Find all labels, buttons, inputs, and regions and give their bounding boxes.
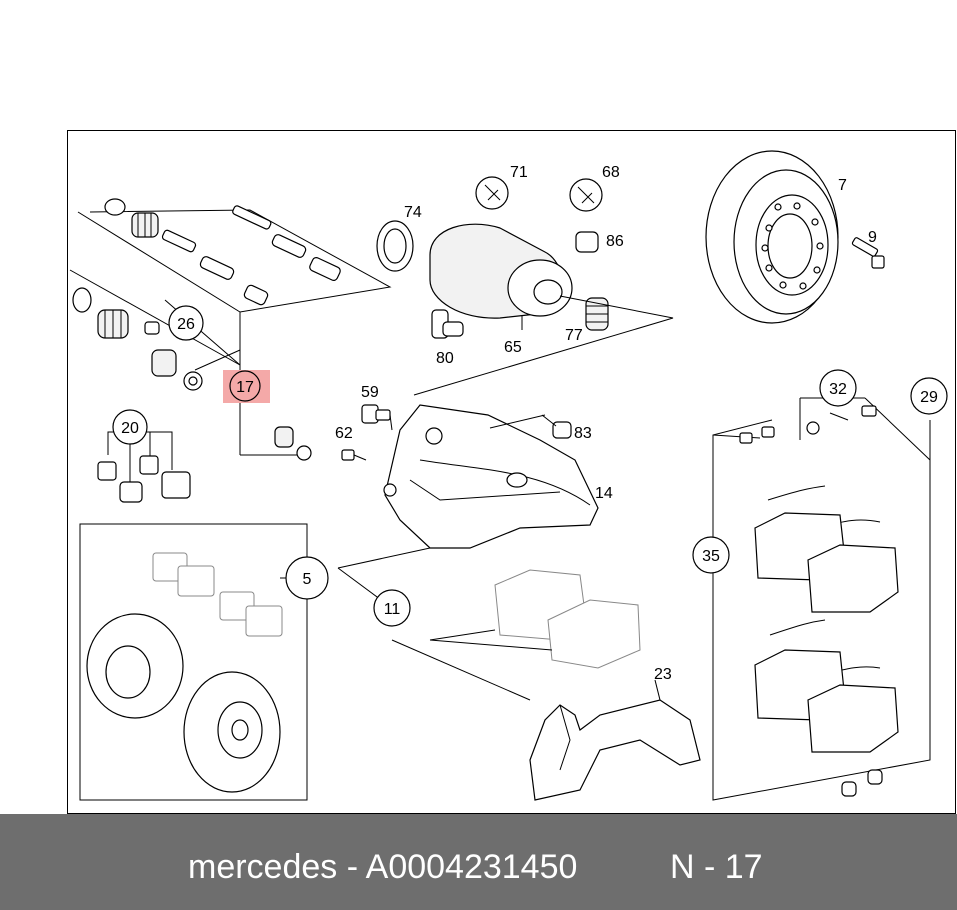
label-9: 9 [868,229,877,246]
exploded-parts-diagram: 26 17 20 5 11 35 32 29 71 68 74 86 7 9 8… [69,150,948,801]
callout-5: 5 [285,556,329,600]
brake-disc-group [705,150,885,324]
caption-position-label: N - 17 [670,848,763,886]
label-62: 62 [335,425,353,442]
callout-26-label: 26 [177,316,195,333]
caliper-group [337,404,599,609]
label-59: 59 [361,384,379,401]
callout-35-label: 35 [702,548,720,565]
diagram-frame [67,130,956,814]
label-68: 68 [602,164,620,181]
callout-29: 29 [910,377,948,415]
callout-20: 20 [112,409,148,445]
callout-35: 35 [692,536,730,574]
bushing-group [97,431,191,503]
callout-29-label: 29 [920,389,938,406]
pad-set-group [712,397,931,801]
callout-17-label: 17 [236,379,254,396]
brake-chamber-group [376,176,674,396]
callout-20-label: 20 [121,420,139,437]
callout-11-label: 11 [384,601,401,618]
caption-part-code: A0004231450 [365,848,578,886]
label-65: 65 [504,339,522,356]
label-83: 83 [574,425,592,442]
callout-32: 32 [819,369,857,407]
label-80: 80 [436,350,454,367]
inset-kit-box [79,523,310,801]
label-23: 23 [654,666,672,683]
label-71: 71 [510,164,528,181]
label-14: 14 [595,485,613,502]
label-77: 77 [565,327,583,344]
label-7: 7 [838,177,847,194]
caption-part-number: mercedes - A0004231450 [188,848,577,887]
callout-26: 26 [168,305,204,341]
callout-5-label: 5 [303,571,312,588]
label-74: 74 [404,204,422,221]
callout-32-label: 32 [829,381,847,398]
pad-carrier-group [391,569,701,801]
callout-17-highlight: 17 [223,370,270,403]
callout-11: 11 [373,589,411,627]
guide-pin-kit-group [69,198,392,461]
label-86: 86 [606,233,624,250]
caption-brand: mercedes [188,848,338,886]
caption-separator: - [346,848,359,886]
caption-bar: mercedes - A0004231450 N - 17 [0,814,957,910]
